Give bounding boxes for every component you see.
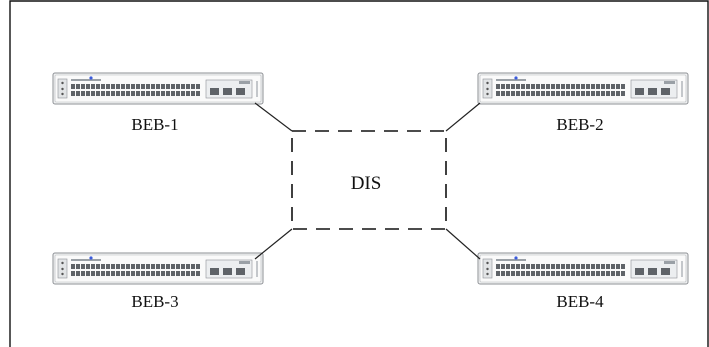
link-beb3-dis (254, 228, 293, 260)
node-label-beb2: BEB-2 (556, 115, 604, 134)
dis-boundary (291, 130, 447, 230)
link-beb4-dis (445, 228, 481, 260)
switch-icon-beb3 (52, 252, 264, 285)
link-beb1-dis (254, 102, 293, 132)
node-label-beb1: BEB-1 (131, 115, 179, 134)
switch-icon-beb1 (52, 72, 264, 105)
switch-icon-beb4 (477, 252, 689, 285)
frame-border (9, 0, 709, 347)
node-label-beb4: BEB-4 (556, 292, 604, 311)
link-beb2-dis (445, 102, 481, 132)
switch-icon-beb2 (477, 72, 689, 105)
node-label-beb3: BEB-3 (131, 292, 179, 311)
cloud-label: DIS (350, 173, 382, 194)
